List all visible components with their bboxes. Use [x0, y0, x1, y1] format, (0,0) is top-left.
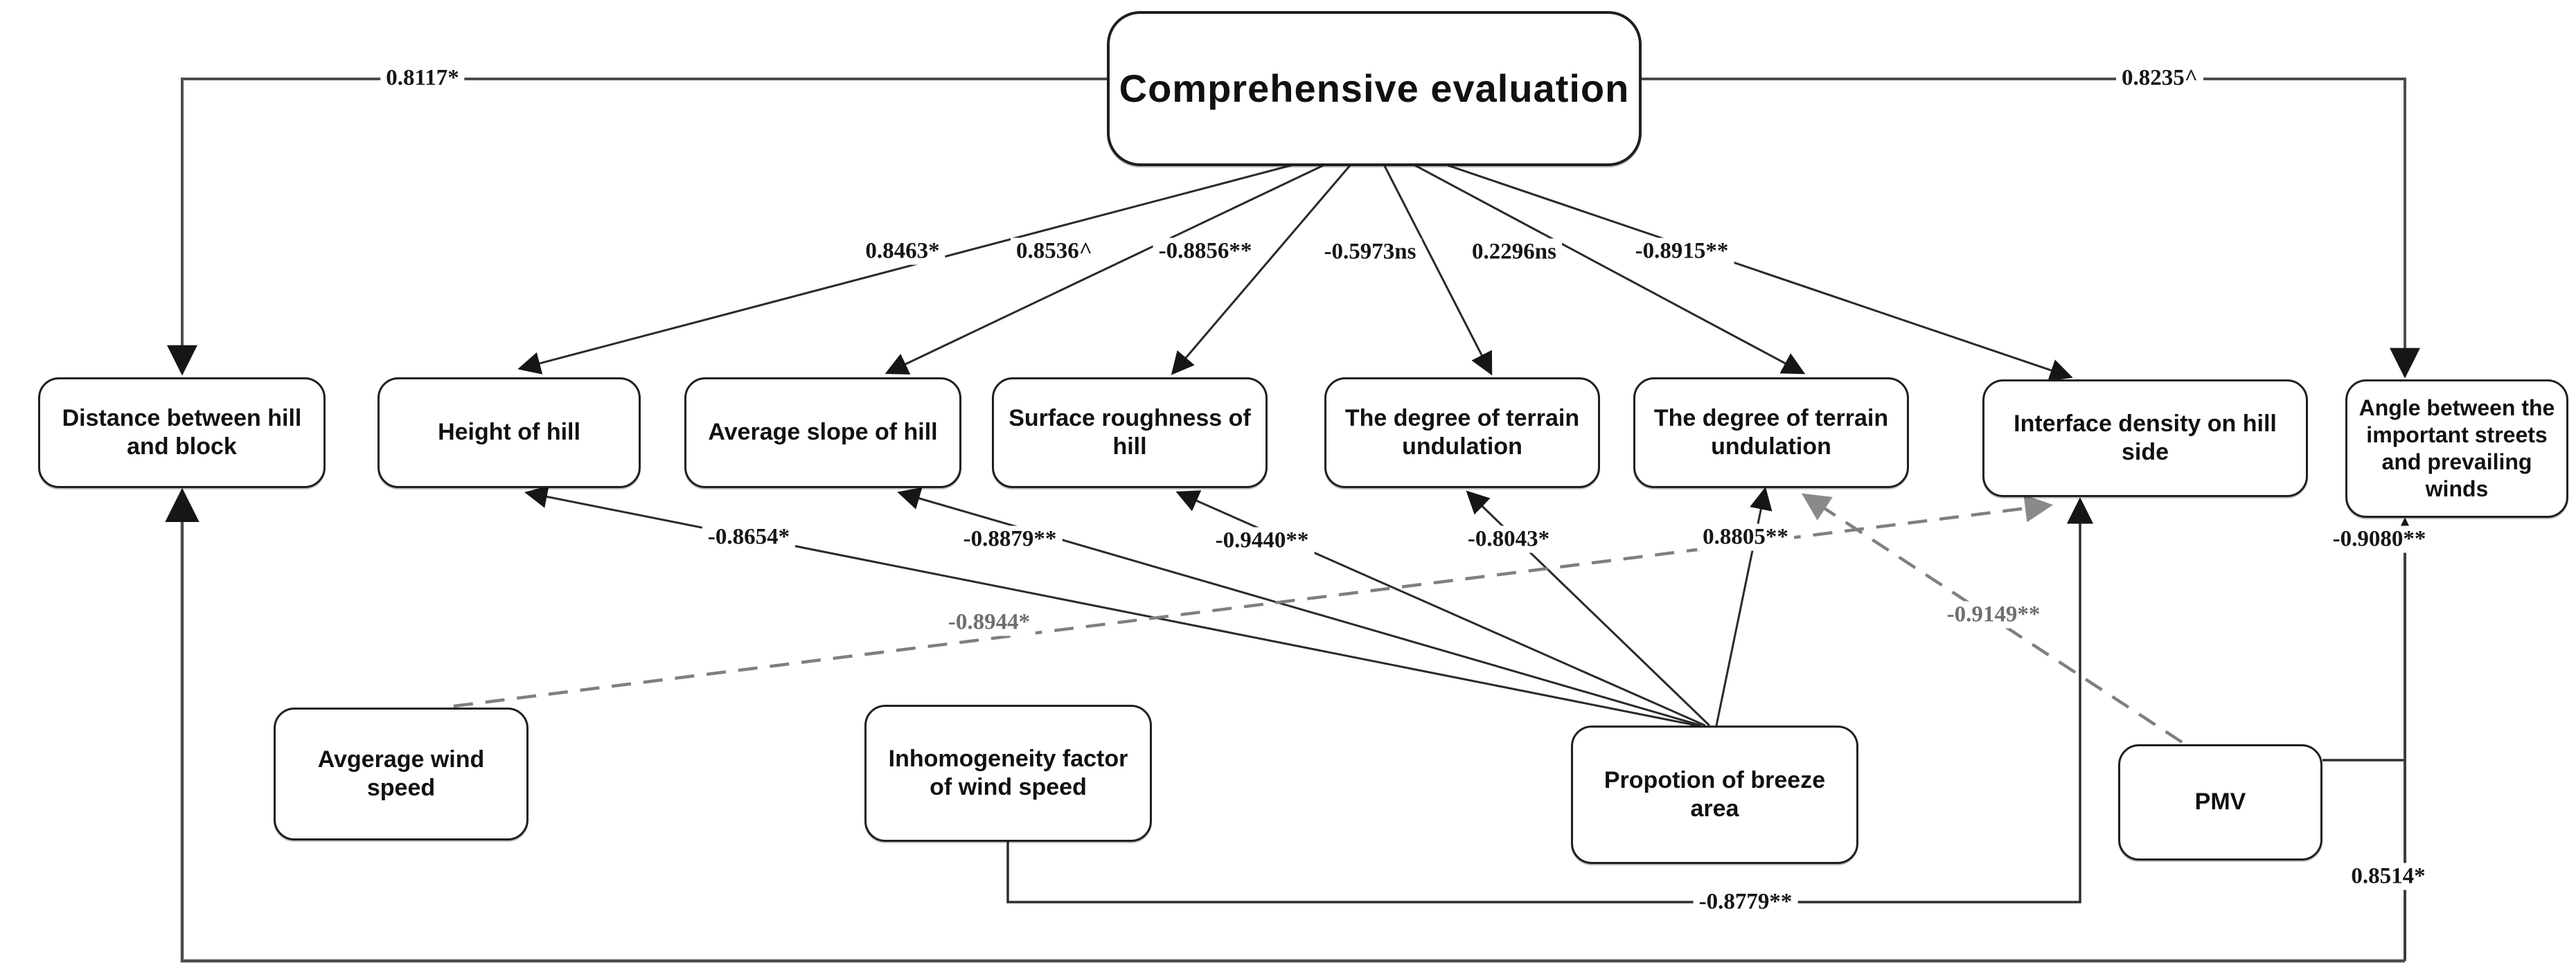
edge-label-pmv-distance: 0.8514* [2345, 863, 2431, 890]
node-label: Height of hill [438, 419, 580, 446]
edge-root-terrain2-line [1405, 159, 1806, 375]
node-label: PMV [2194, 789, 2246, 816]
node-propotion-of-breeze-area: Propotion of breeze area [1571, 726, 1858, 864]
node-inhomogeneity-factor-of-wind-speed: Inhomogeneity factor of wind speed [864, 705, 1152, 842]
edge-label-breeze-terrain2: 0.8805** [1697, 523, 1794, 551]
node-label: Inhomogeneity factor of wind speed [888, 745, 1128, 800]
node-average-slope-of-hill: Average slope of hill [684, 377, 961, 488]
node-pmv: PMV [2118, 744, 2322, 861]
node-height-of-hill: Height of hill [377, 377, 641, 488]
edge-inhomogeneity-interface-line [1006, 497, 2094, 903]
edge-root-roughness-line [1171, 160, 1356, 375]
edge-label-root-terrain2: 0.2296ns [1466, 238, 1562, 266]
edge-root-distance-line [167, 78, 1108, 376]
edge-label-pmv-terrain2: -0.9149** [1941, 601, 2046, 629]
edge-root-angle-line [1635, 78, 2420, 379]
node-interface-density-on-hill-side: Interface density on hill side [1982, 379, 2308, 497]
node-average-wind-speed: Avgerage wind speed [274, 708, 528, 840]
edge-label-breeze-terrain1: -0.8043* [1462, 525, 1556, 553]
edge-label-root-slope: 0.8536^ [1011, 237, 1098, 265]
edge-pmv-distance-line [165, 487, 2405, 963]
edge-label-root-height: 0.8463* [860, 237, 945, 265]
node-label: Distance between hill and block [62, 404, 302, 460]
edge-label-root-angle: 0.8235^ [2116, 64, 2203, 92]
edge-label-root-roughness: -0.8856** [1153, 237, 1258, 265]
edge-label-inhomogeneity-interface: -0.8779** [1693, 888, 1798, 916]
node-label: Interface density on hill side [2014, 410, 2277, 465]
node-degree-of-terrain-undulation-1: The degree of terrain undulation [1324, 377, 1600, 488]
edge-label-wind-interface: -0.8944* [942, 609, 1036, 636]
edge-label-breeze-slope: -0.8879** [957, 525, 1063, 553]
node-angle-between-streets-and-winds: Angle between the important streets and … [2345, 379, 2568, 518]
node-label: Comprehensive evaluation [1119, 66, 1630, 110]
edge-label-pmv-angle: -0.9080** [2327, 525, 2432, 553]
edge-label-root-interface: -0.8915** [1629, 237, 1734, 265]
edge-label-root-distance: 0.8117* [380, 64, 465, 92]
edge-root-interface-line [1433, 159, 2073, 381]
node-label: Propotion of breeze area [1604, 766, 1826, 822]
edge-label-breeze-roughness: -0.9440** [1209, 527, 1315, 555]
edge-root-terrain1-line [1380, 160, 1493, 376]
node-label: Angle between the important streets and … [2359, 395, 2555, 502]
edge-label-root-terrain1: -0.5973ns [1318, 238, 1422, 266]
edge-root-slope-line [885, 159, 1334, 375]
node-surface-roughness-of-hill: Surface roughness of hill [992, 377, 1268, 488]
node-label: Surface roughness of hill [1009, 404, 1251, 460]
node-degree-of-terrain-undulation-2: The degree of terrain undulation [1633, 377, 1909, 488]
node-label: Average slope of hill [708, 419, 938, 446]
node-label: Avgerage wind speed [317, 746, 485, 801]
edge-label-breeze-height: -0.8654* [702, 523, 796, 551]
node-label: The degree of terrain undulation [1653, 404, 1889, 460]
node-distance-between-hill-and-block: Distance between hill and block [38, 377, 326, 488]
node-label: The degree of terrain undulation [1344, 404, 1580, 460]
node-comprehensive-evaluation: Comprehensive evaluation [1107, 11, 1642, 166]
